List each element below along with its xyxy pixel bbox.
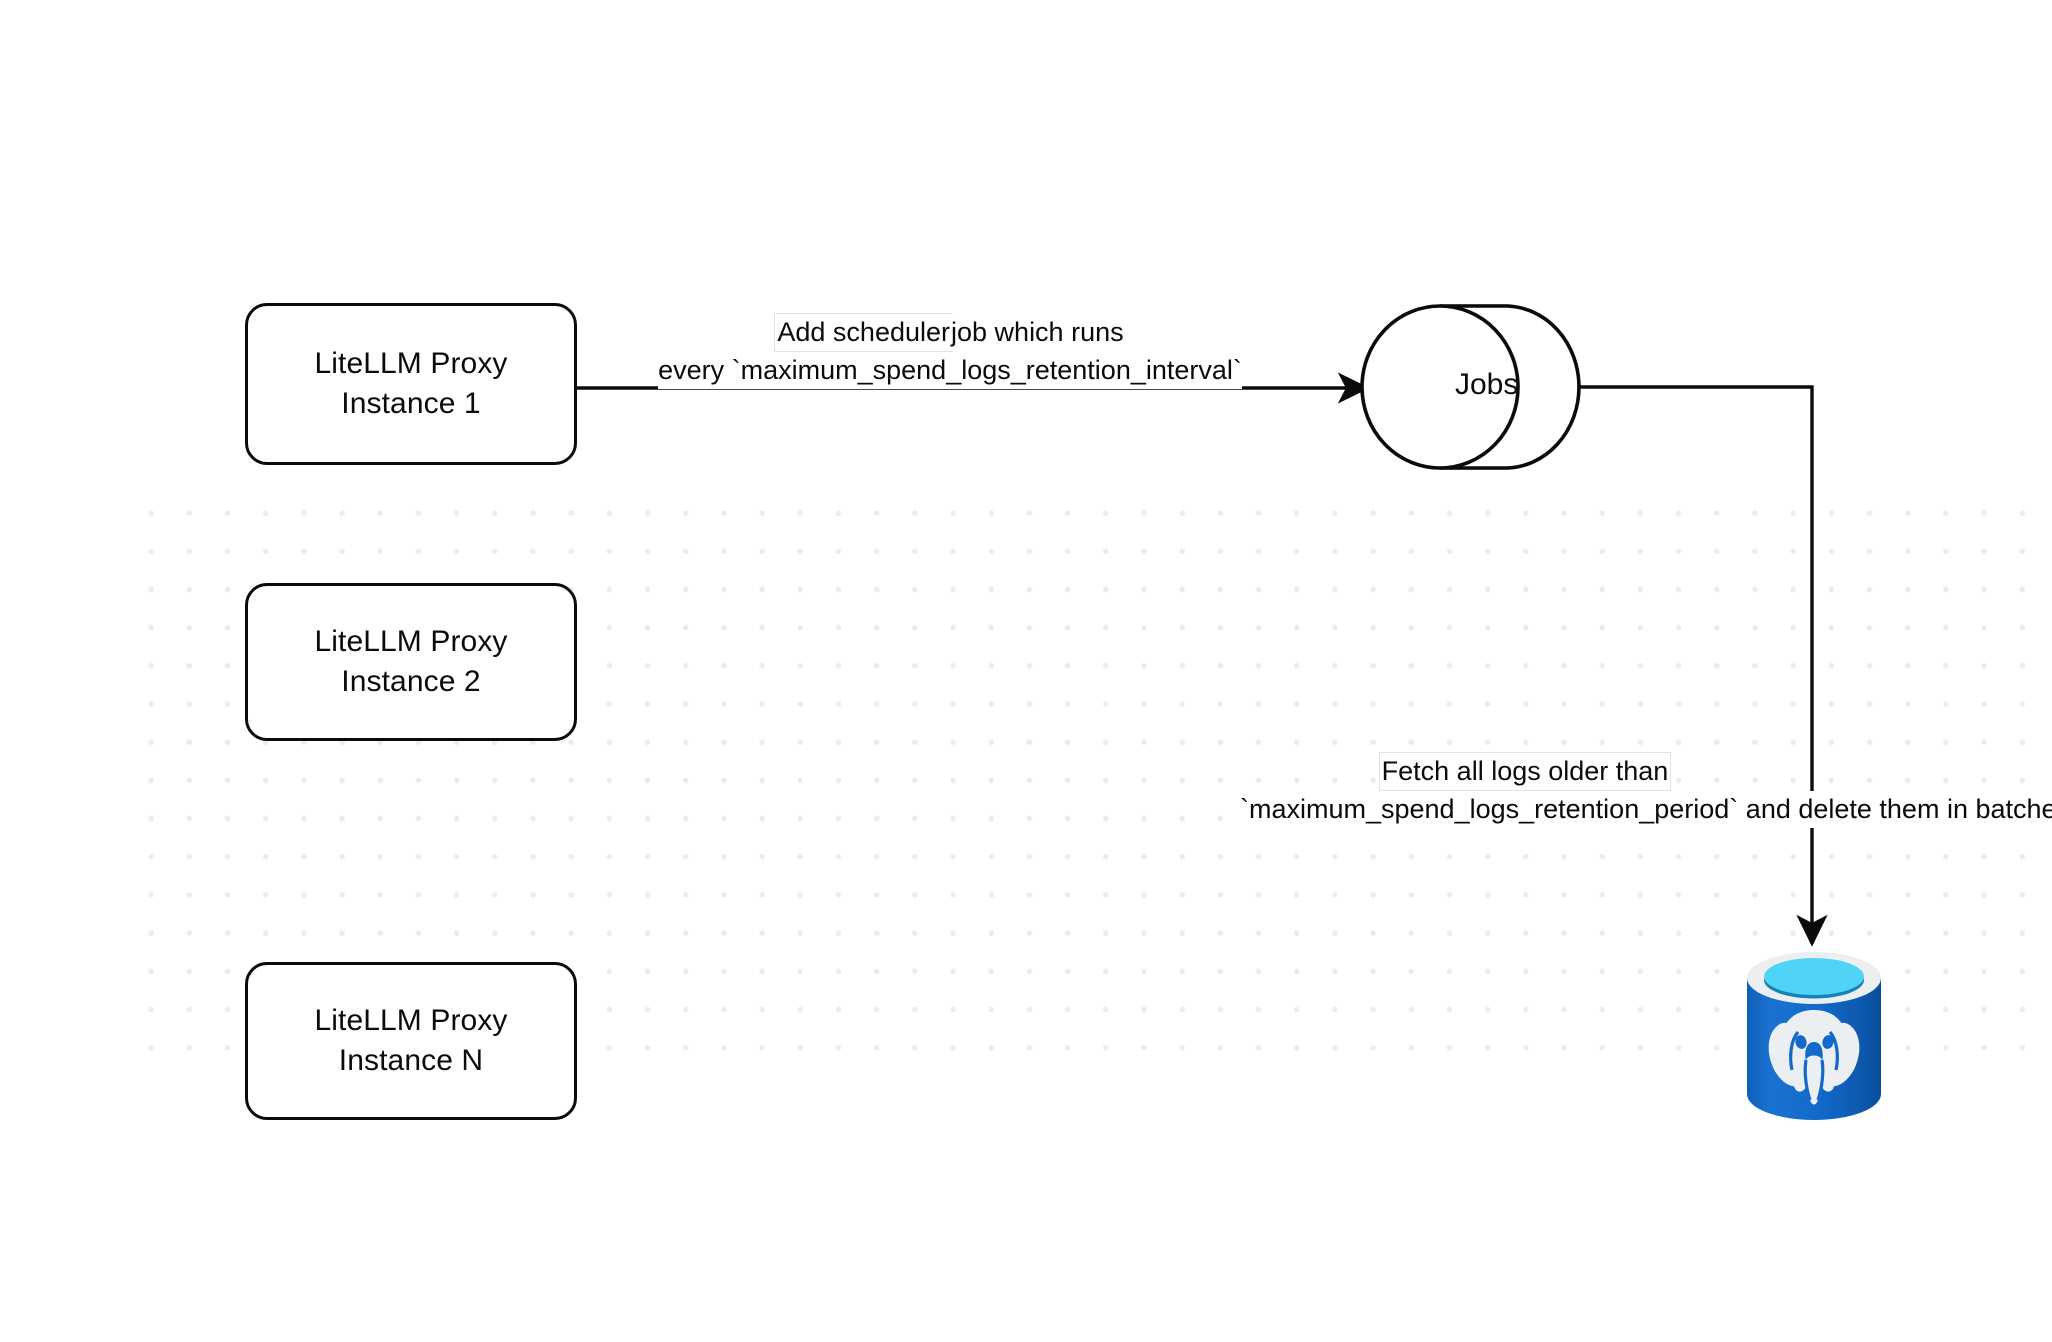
proxy-n-line1: LiteLLM Proxy	[314, 1003, 508, 1037]
proxy-n-line2: Instance N	[338, 1044, 484, 1077]
postgres-elephant-outlines	[1789, 1030, 1839, 1101]
edge-label-scheduler-highlight: Add scheduler	[774, 313, 954, 352]
node-litellm-proxy-instance-1[interactable]: LiteLLM Proxy Instance 1	[245, 303, 577, 465]
edge-jobs-to-database-line	[1579, 385, 1828, 947]
proxy-1-line1: LiteLLM Proxy	[314, 346, 508, 380]
edge-label-add-scheduler-job: Add scheduler job which runs every `maxi…	[600, 313, 1300, 389]
edge-label-fetch-and-delete-logs: Fetch all logs older than `maximum_spend…	[1240, 752, 2052, 828]
edge-label-fetch-line1-wrap: Fetch all logs older than	[1240, 752, 1810, 791]
edge-label-scheduler-line2: every `maximum_spend_logs_retention_inte…	[658, 351, 1242, 389]
edge-label-scheduler-rest: job which runs	[951, 314, 1124, 351]
postgres-elephant-eyes	[1795, 1035, 1834, 1049]
edge-label-fetch-line3: and delete them in batches of 1000	[1745, 790, 2052, 828]
node-litellm-proxy-instance-n[interactable]: LiteLLM Proxy Instance N	[245, 962, 577, 1120]
proxy-1-line2: Instance 1	[341, 387, 481, 420]
proxy-2-line2: Instance 2	[341, 665, 481, 698]
jobs-cylinder-shape	[1360, 304, 1581, 470]
edge-label-fetch-highlight: Fetch all logs older than	[1378, 752, 1672, 791]
jobs-store-label: Jobs	[1455, 368, 1519, 401]
edge-label-fetch-line2: `maximum_spend_logs_retention_period`	[1240, 790, 1739, 828]
node-litellm-proxy-instance-2[interactable]: LiteLLM Proxy Instance 2	[245, 583, 577, 741]
edge-label-scheduler-line1: Add scheduler job which runs	[600, 313, 1300, 352]
postgresql-database-icon[interactable]	[1744, 948, 1884, 1124]
proxy-2-line1: LiteLLM Proxy	[314, 624, 508, 658]
